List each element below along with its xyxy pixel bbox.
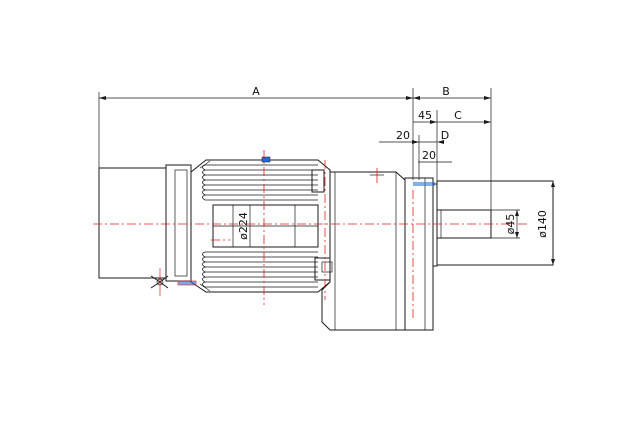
dimension-motor-diameter: ø224 — [237, 205, 251, 247]
gearbox — [321, 168, 438, 331]
centerlines — [93, 150, 530, 320]
label-a: A — [252, 85, 260, 98]
dimension-45-c: 45 C — [413, 109, 491, 205]
label-c: C — [454, 109, 462, 122]
label-dia-flange: ø140 — [536, 210, 549, 238]
dimension-a: A — [98, 85, 413, 168]
terminal-marker-icon — [261, 156, 271, 163]
label-20a: 20 — [396, 129, 410, 142]
label-45: 45 — [418, 109, 432, 122]
dimension-b: B — [412, 85, 492, 214]
label-dia-shaft: ø45 — [504, 214, 517, 235]
label-d: D — [441, 129, 449, 142]
motor-rear-cap — [98, 164, 192, 296]
cooling-fins-bottom — [202, 251, 318, 288]
label-20b: 20 — [422, 149, 436, 162]
label-dia-motor: ø224 — [237, 212, 250, 240]
label-b: B — [442, 85, 450, 98]
dimension-20-d: 20 D 20 — [379, 129, 452, 180]
motor-housing — [177, 156, 333, 293]
dimension-shaft-diameters: ø45 ø140 — [491, 181, 555, 265]
cooling-fins-top — [202, 164, 318, 201]
